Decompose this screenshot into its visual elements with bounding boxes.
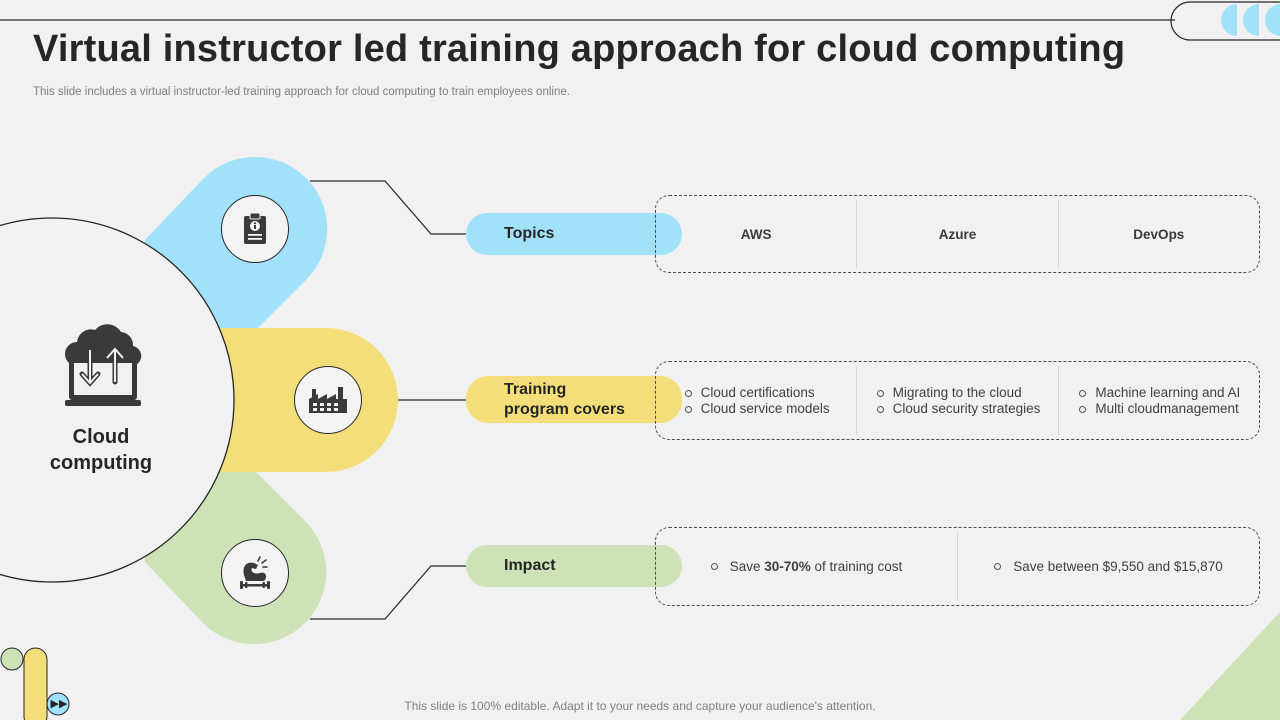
training-pill-line1: Training xyxy=(504,380,567,398)
footer-note: This slide is 100% editable. Adapt it to… xyxy=(404,699,876,713)
strength-icon xyxy=(240,556,270,589)
corner-triangle xyxy=(1180,612,1280,720)
topic-item: AWS xyxy=(740,226,772,242)
training-box: Cloud certifications Cloud service model… xyxy=(655,361,1260,440)
impact-pill-label: Impact xyxy=(504,557,556,574)
footer-decoration xyxy=(0,647,70,720)
impact-text-bold: 30-70% xyxy=(764,559,811,574)
topics-box: AWS Azure DevOps xyxy=(655,195,1260,273)
factory-icon xyxy=(309,387,347,413)
list-item: Cloud service models xyxy=(683,401,830,417)
hub-label: Cloud computing xyxy=(40,424,162,476)
training-column: Cloud certifications Cloud service model… xyxy=(656,362,856,439)
topics-pill-label: Topics xyxy=(504,225,555,242)
impact-text-pre: Save xyxy=(729,559,765,574)
topics-pill: Topics xyxy=(466,213,682,255)
topics-icon-circle xyxy=(221,195,289,263)
impact-icon-circle xyxy=(221,539,289,607)
training-column: Migrating to the cloud Cloud security st… xyxy=(856,366,1057,435)
fast-forward-icon[interactable]: ▶▶ xyxy=(50,698,68,710)
list-item: Cloud certifications xyxy=(683,385,830,401)
impact-text-pre: Save between $9,550 and $15,870 xyxy=(1013,559,1223,574)
page-subtitle: This slide includes a virtual instructor… xyxy=(33,86,570,98)
training-icon-circle xyxy=(294,366,362,434)
impact-pill: Impact xyxy=(466,545,682,587)
impact-item: Save between $9,550 and $15,870 xyxy=(957,532,1259,601)
topics-connector xyxy=(310,180,466,235)
list-item: Cloud security strategies xyxy=(875,401,1040,417)
impact-item: Save 30-70% of training cost xyxy=(656,528,957,605)
topic-item: DevOps xyxy=(1057,200,1259,268)
training-pill: Training program covers xyxy=(466,376,682,423)
page-title: Virtual instructor led training approach… xyxy=(33,28,1126,70)
clipboard-info-icon xyxy=(244,212,266,244)
list-item: Migrating to the cloud xyxy=(875,385,1041,401)
impact-box: Save 30-70% of training cost Save betwee… xyxy=(655,527,1260,606)
hub-label-line1: Cloud xyxy=(72,426,130,448)
hub-label-line2: computing xyxy=(49,452,153,474)
impact-text-post: of training cost xyxy=(810,559,903,574)
topic-item: Azure xyxy=(856,200,1057,268)
header-decoration xyxy=(0,1,1280,41)
list-item: Multi cloudmanagement xyxy=(1077,401,1240,417)
cloud-transfer-icon xyxy=(65,324,142,406)
list-item: Machine learning and AI xyxy=(1077,385,1240,401)
training-column: Machine learning and AI Multi cloudmanag… xyxy=(1057,366,1259,435)
impact-connector xyxy=(310,565,466,620)
training-pill-line2: program covers xyxy=(504,400,625,418)
